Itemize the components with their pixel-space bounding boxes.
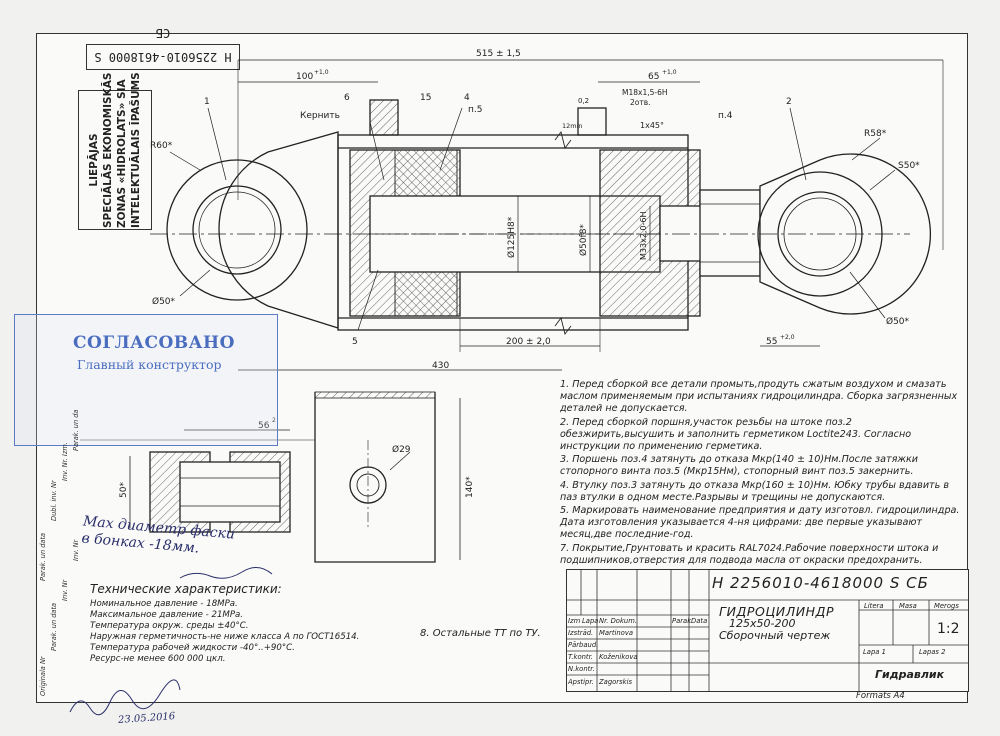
scale-value: 1:2 (937, 621, 960, 637)
dim-thread: M18x1,5-6H (622, 88, 668, 97)
note-item: 2. Перед сборкой поршня,участок резьбы н… (560, 416, 912, 453)
side-col-label: Inv. Nr (72, 539, 80, 561)
approval-stamp: СОГЛАСОВАНО Главный конструктор (14, 314, 278, 446)
dim-thread-count: 2отв. (630, 98, 651, 107)
label-kernit: Кернить (300, 111, 340, 121)
dim-o125: Ø125H8* (506, 216, 517, 258)
dim-o50-right: Ø50* (886, 316, 910, 327)
label-p5: п.5 (468, 105, 482, 115)
pos-1: 1 (204, 97, 210, 107)
name-zagorskis: Zagorskis (599, 678, 632, 686)
pos-2: 2 (786, 97, 792, 107)
stamp-title: СОГЛАСОВАНО (73, 333, 235, 353)
note-item: 7. Покрытие,Грунтовать и красить RAL7024… (560, 542, 939, 566)
pos-15: 15 (420, 93, 431, 103)
technical-specs: Технические характеристики: Номинальное … (90, 582, 390, 665)
note-item: 1. Перед сборкой все детали промыть,прод… (560, 379, 958, 415)
label-p4: п.4 (718, 111, 733, 121)
dim-200: 200 ± 2,0 (506, 337, 551, 347)
row-apst: Apstipr. (568, 678, 594, 686)
row-tkontr: T.kontr. (568, 653, 593, 661)
dim-56-tol: 2 (272, 417, 276, 424)
dim-65: 65 (648, 72, 659, 82)
organization: Гидравлик (875, 668, 945, 681)
owner-box: LIEPĀJAS SPECIĀLĀS EKONOMISKĀS ZONAS «HI… (78, 72, 152, 230)
dim-65-tol: +1,0 (662, 69, 677, 76)
hdr-masa: Masa (899, 602, 917, 610)
lapas-2: Lapas 2 (919, 648, 946, 656)
dim-100: 100 (296, 72, 313, 82)
hdr-izm: Izm (568, 617, 581, 625)
specs-heading: Технические характеристики: (90, 582, 282, 596)
hdr-nr: Nr. Dokum. (599, 617, 637, 625)
hdr-date: Data (691, 617, 708, 625)
side-col-label: Inv. Nr (61, 579, 69, 601)
spec-line: Ресурс-не менее 600 000 цкл. (90, 654, 226, 664)
note-item: 4. Втулку поз.3 затянуть до отказа Мкр(1… (560, 479, 949, 503)
side-col-label: Inv. Nr. Izm. (61, 442, 69, 481)
dim-r58: R58* (864, 129, 887, 139)
row-nkontr: N.kontr. (568, 665, 595, 673)
dim-overall: 515 ± 1,5 (476, 49, 521, 59)
dim-100-tol: +1,0 (314, 69, 329, 76)
dim-r60: R60* (150, 141, 173, 151)
dim-o50f8: Ø50f8* (578, 224, 589, 256)
side-col-label: Parak. un da (72, 409, 80, 451)
tol-12min: 12min (562, 122, 583, 130)
side-col-label: Parak. un data (50, 602, 58, 651)
note-item: 5. Маркировать наименование предприятия … (560, 505, 960, 541)
dim-55-tol: +2,0 (780, 334, 795, 341)
side-col-label: Dubl. inv. Nr (50, 480, 58, 521)
spec-line: Максимальное давление - 21МPa. (90, 610, 244, 620)
format-label: Formats A4 (856, 691, 905, 701)
note-item: 3. Поршень поз.4 затянуть до отказа Мкр(… (560, 454, 919, 478)
side-col-label: Parak. un data (39, 532, 47, 581)
drawing-code: H 2256010-4618000 S СБ (712, 574, 929, 592)
dim-s50: S50* (898, 161, 920, 171)
pos-6: 6 (344, 93, 350, 103)
hdr-litera: Litera (864, 602, 884, 610)
name-martinova: Martinova (599, 629, 634, 637)
dim-m33: M33x2,0-6H (639, 211, 648, 260)
title-line: Сборочный чертеж (719, 629, 831, 642)
dim-chamfer: 1x45° (640, 121, 664, 130)
dim-o50-left: Ø50* (152, 296, 176, 307)
dim-55: 55 (766, 337, 777, 347)
dim-140: 140* (465, 476, 475, 498)
tol-02: 0,2 (578, 97, 589, 105)
lapa-1: Lapa 1 (863, 648, 886, 656)
stamp-subtitle: Главный конструктор (77, 357, 222, 372)
title-block-grid (567, 570, 968, 691)
title-line: ГИДРОЦИЛИНДР (719, 604, 835, 619)
side-col-label: Originala Nr (39, 656, 47, 696)
spec-line: Номинальное давление - 18МPa. (90, 599, 238, 609)
hdr-parak: Parak (672, 617, 692, 625)
tt-note: 8. Остальные ТТ по ТУ. (420, 628, 541, 639)
dim-430: 430 (432, 361, 449, 371)
row-parb: Pārbaud. (568, 641, 599, 649)
dim-56: 56 (258, 421, 270, 431)
hdr-merogs: Merogs (934, 602, 959, 610)
spec-line: Температура рабочей жидкости -40°..+90°С… (90, 643, 295, 653)
dim-o29: Ø29 (392, 444, 411, 455)
name-kozenikova: Koženikova (599, 653, 638, 661)
spec-line: Температура окруж. среды ±40°С. (90, 621, 249, 631)
spec-line: Наружная герметичность-не ниже класса А … (90, 632, 360, 642)
dim-50: 50* (119, 482, 129, 498)
hdr-lapa: Lapa (582, 617, 599, 625)
side-columns: Originala Nr Parak. un data Inv. Nr Inv.… (36, 391, 82, 701)
pos-4: 4 (464, 93, 470, 103)
pos-5: 5 (352, 337, 358, 347)
title-block: H 2256010-4618000 S СБ ГИДРОЦИЛИНДР 125x… (566, 569, 969, 692)
title-line: 125x50-200 (729, 617, 796, 630)
row-izstr: Izstrād. (568, 629, 594, 637)
drawing-title: ГИДРОЦИЛИНДР 125x50-200 Сборочный чертеж (719, 604, 835, 642)
assembly-notes: 1. Перед сборкой все детали промыть,прод… (560, 379, 960, 568)
